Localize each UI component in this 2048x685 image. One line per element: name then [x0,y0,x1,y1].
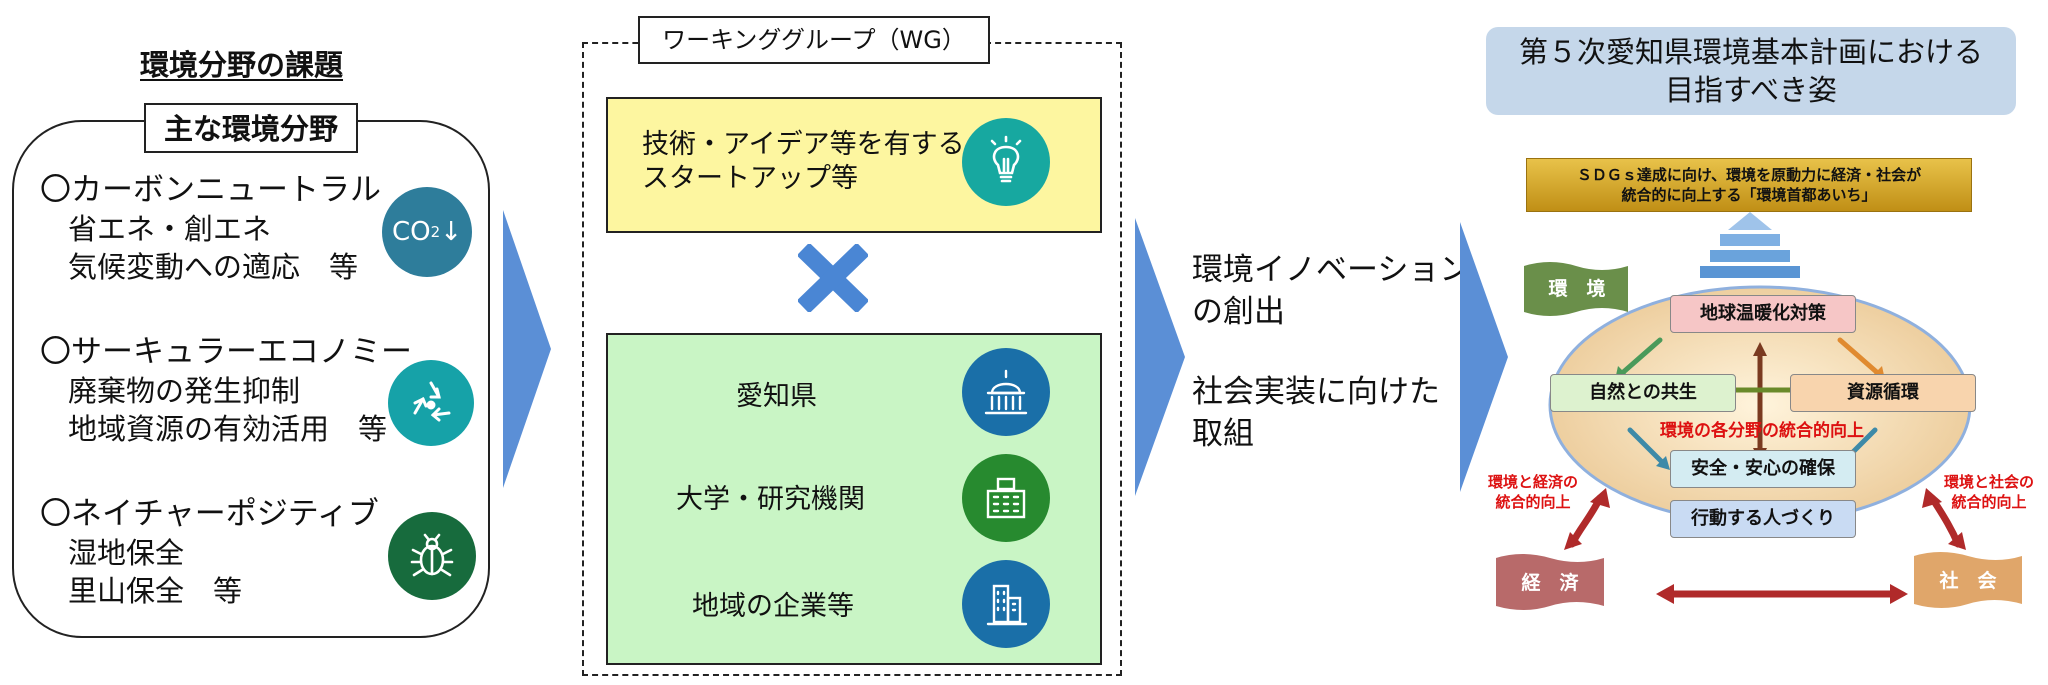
env-soc-line2: 統合的向上 [1951,493,2027,511]
down-arrow-icon: ↓ [440,217,462,247]
arrow-right-icon [1460,222,1508,492]
implementation-text: 社会実装に向けた [1192,374,1440,410]
node-resource: 資源循環 [1790,374,1976,412]
pyramid-icon [1700,212,1800,278]
env-econ-label: 環境と経済の 統合的向上 [1478,472,1588,512]
economy-flag-icon [1496,554,1604,610]
recycle-icon [388,360,474,446]
category-line: 気候変動への適応 等 [68,250,359,284]
env-econ-line2: 統合的向上 [1495,493,1571,511]
working-group-label: ワーキンググループ（WG） [638,16,990,64]
environment-flag-icon [1524,262,1628,316]
goal-line2: 統合的に向上する「環境首都あいち」 [1621,186,1877,204]
vision-title-box: 第５次愛知県環境基本計画における 目指すべき姿 [1486,27,2016,115]
category-title-nature: 〇ネイチャーポジティブ [40,496,379,532]
node-safety: 安全・安心の確保 [1670,450,1856,488]
beetle-icon [388,512,476,600]
innovation-text: 環境イノベーション [1192,252,1471,288]
sdgs-goal-banner: ＳＤＧｓ達成に向け、環境を原動力に経済・社会が 統合的に向上する「環境首都あいち… [1526,158,1972,212]
partner-label: 愛知県 [736,381,817,412]
integration-arrows [1564,488,1966,604]
main-fields-label: 主な環境分野 [144,103,359,153]
lightbulb-icon [962,118,1050,206]
office-building-icon [962,560,1050,648]
category-line: 湿地保全 [68,536,185,570]
category-line: 地域資源の有効活用 等 [68,412,388,446]
node-people: 行動する人づくり [1670,500,1856,538]
category-line: 廃棄物の発生抑制 [68,374,301,408]
society-flag-label: 社 会 [1939,570,1997,592]
co2-text: CO [392,217,431,247]
implementation-text-2: 取組 [1192,416,1254,452]
category-line: 里山保全 等 [68,574,243,608]
node-nature: 自然との共生 [1550,374,1736,412]
left-title: 環境分野の課題 [140,48,344,82]
partner-label: 地域の企業等 [692,591,854,622]
category-title-circular: 〇サーキュラーエコノミー [40,334,412,370]
arrow-right-icon [503,210,551,488]
university-building-icon [962,454,1050,542]
category-title-carbon: 〇カーボンニュートラル [40,172,381,208]
env-soc-line1: 環境と社会の [1943,473,2034,491]
env-soc-label: 環境と社会の 統合的向上 [1934,472,2044,512]
arrow-right-icon [1135,218,1185,496]
economy-flag-label: 経 済 [1521,572,1579,594]
vision-title-line2: 目指すべき姿 [1665,73,1837,107]
startup-text: 技術・アイデア等を有する スタートアップ等 [642,129,965,194]
environment-flag-label: 環 境 [1548,278,1606,300]
goal-line1: ＳＤＧｓ達成に向け、環境を原動力に経済・社会が [1576,166,1922,184]
env-econ-line1: 環境と経済の [1487,473,1578,491]
partner-label: 大学・研究機関 [676,484,865,515]
vision-title-line1: 第５次愛知県環境基本計画における [1518,35,1983,69]
innovation-text-2: の創出 [1192,294,1285,330]
category-line: 省エネ・創エネ [68,212,272,246]
government-building-icon [962,348,1050,436]
cross-icon [798,244,868,312]
society-flag-icon [1914,552,2022,608]
co2-subscript: 2 [430,223,441,241]
center-label: 環境の各分野の統合的向上 [1660,421,1864,441]
node-global-warming: 地球温暖化対策 [1670,295,1856,333]
